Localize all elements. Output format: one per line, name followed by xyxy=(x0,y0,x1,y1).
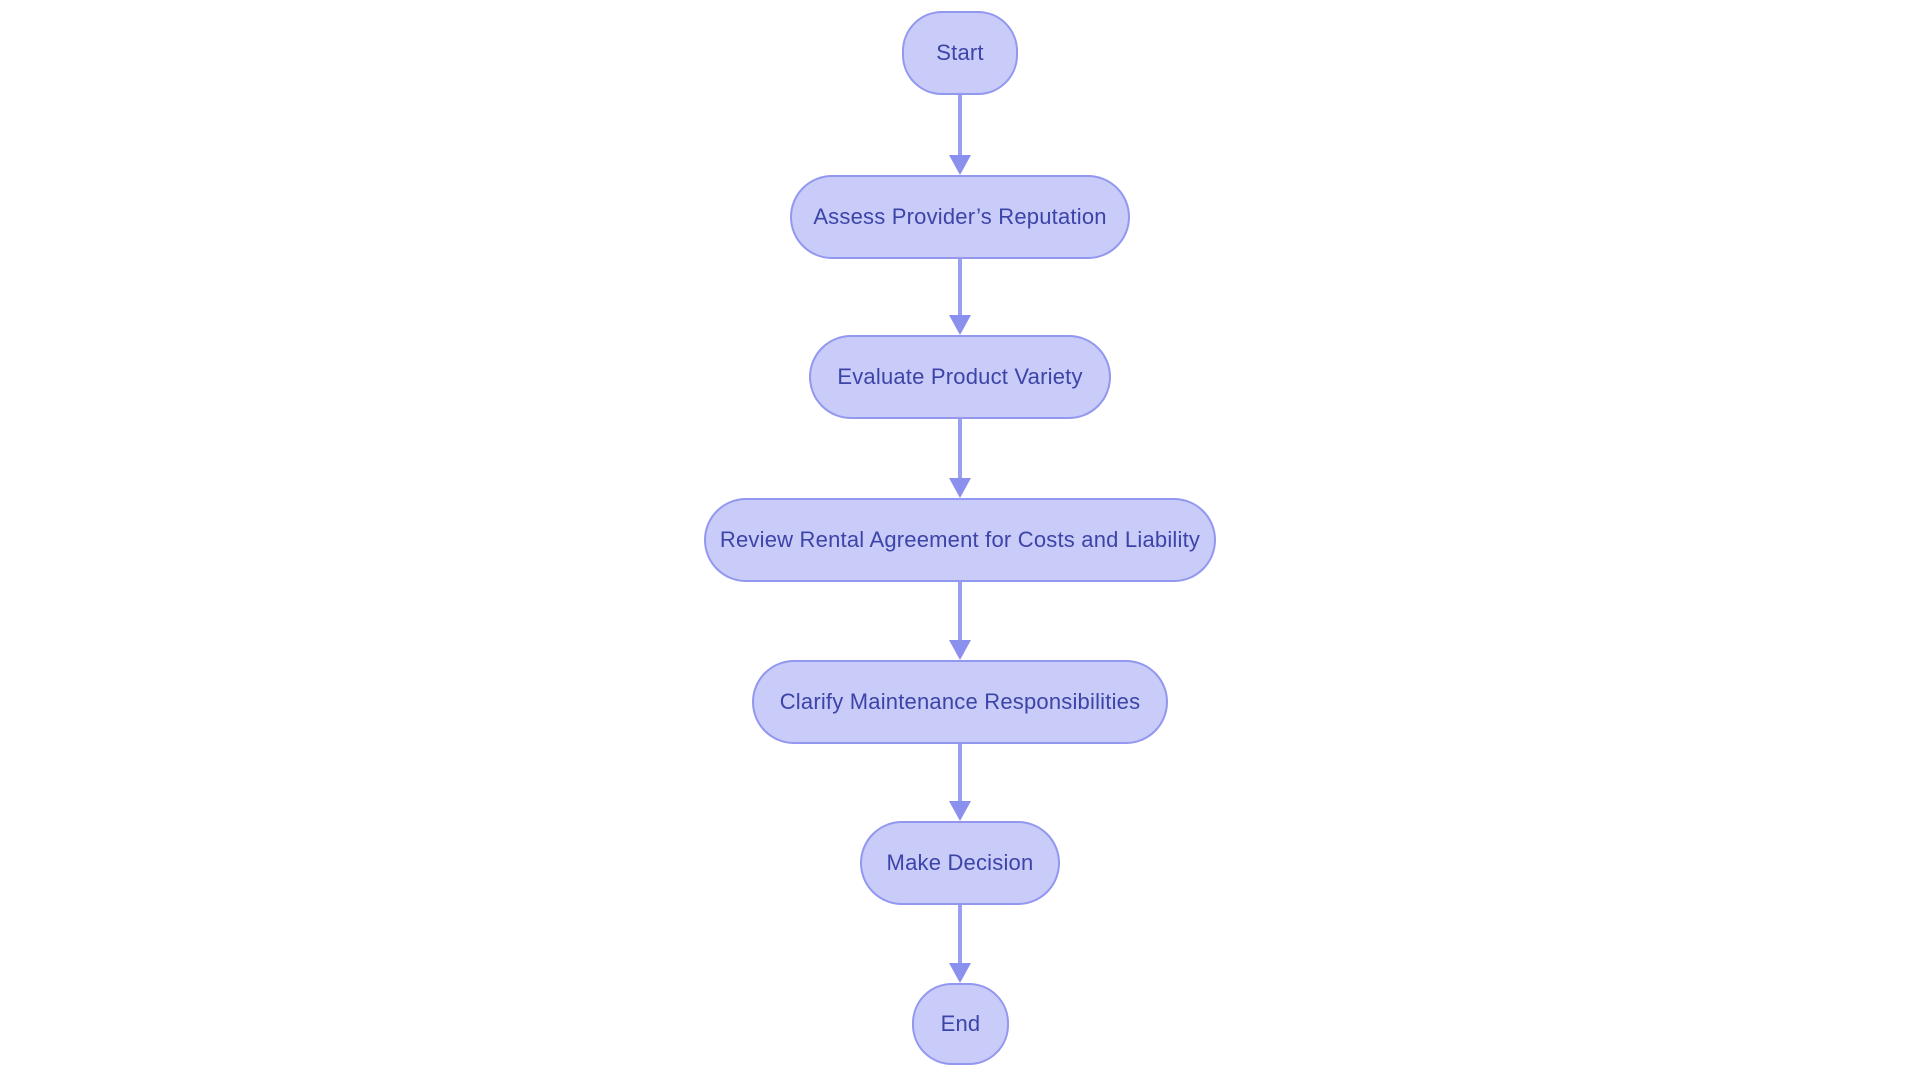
flow-arrow-decision-to-end xyxy=(949,905,971,983)
arrowhead-down-icon xyxy=(949,801,971,821)
flow-node-end: End xyxy=(912,983,1009,1065)
arrowhead-down-icon xyxy=(949,155,971,175)
arrowhead-down-icon xyxy=(949,640,971,660)
flow-node-assess-reputation: Assess Provider’s Reputation xyxy=(790,175,1130,259)
arrow-shaft xyxy=(958,905,962,966)
arrowhead-down-icon xyxy=(949,315,971,335)
flow-arrow-evaluate-to-review xyxy=(949,419,971,498)
arrow-shaft xyxy=(958,582,962,643)
flow-arrow-start-to-assess xyxy=(949,95,971,175)
flow-node-evaluate-variety: Evaluate Product Variety xyxy=(809,335,1111,419)
flow-node-evaluate-variety-label: Evaluate Product Variety xyxy=(837,364,1083,389)
arrow-shaft xyxy=(958,95,962,158)
flow-node-clarify-maintenance: Clarify Maintenance Responsibilities xyxy=(752,660,1168,744)
flow-arrow-clarify-to-decision xyxy=(949,744,971,821)
arrowhead-down-icon xyxy=(949,963,971,983)
flow-node-start-label: Start xyxy=(936,40,984,65)
flow-node-make-decision-label: Make Decision xyxy=(886,850,1034,875)
flow-arrow-review-to-clarify xyxy=(949,582,971,660)
arrowhead-down-icon xyxy=(949,478,971,498)
flow-node-review-agreement: Review Rental Agreement for Costs and Li… xyxy=(704,498,1216,582)
arrow-shaft xyxy=(958,419,962,481)
flow-node-start: Start xyxy=(902,11,1018,95)
arrow-shaft xyxy=(958,744,962,804)
flow-arrow-assess-to-evaluate xyxy=(949,259,971,335)
flow-node-clarify-maintenance-label: Clarify Maintenance Responsibilities xyxy=(779,689,1141,714)
flow-node-assess-reputation-label: Assess Provider’s Reputation xyxy=(813,204,1107,229)
flow-node-review-agreement-label: Review Rental Agreement for Costs and Li… xyxy=(719,527,1201,552)
flow-node-end-label: End xyxy=(940,1011,981,1036)
arrow-shaft xyxy=(958,259,962,318)
flow-node-make-decision: Make Decision xyxy=(860,821,1060,905)
